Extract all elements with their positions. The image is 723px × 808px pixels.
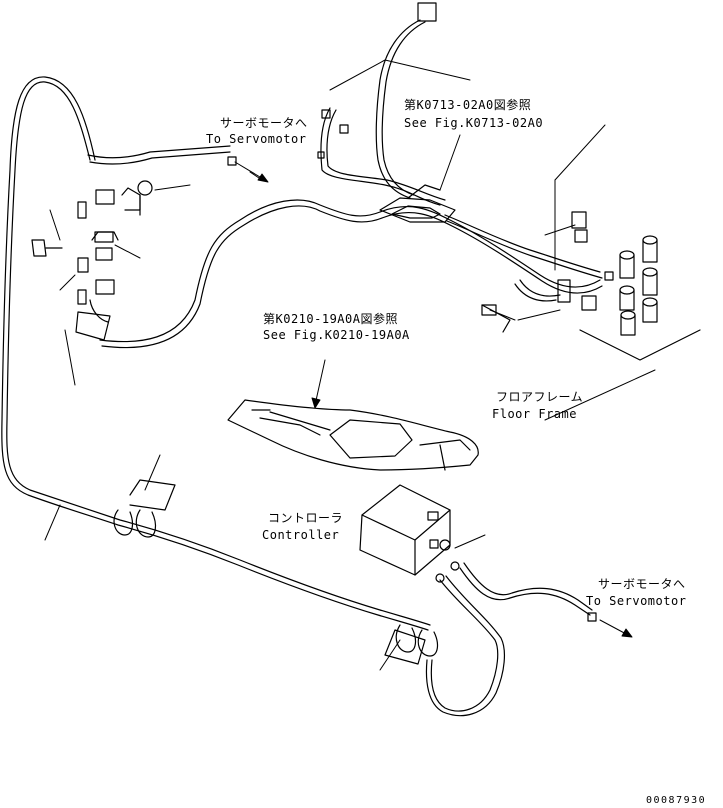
servo-bottom-label-en: To Servomotor — [586, 594, 687, 608]
controller-label-en: Controller — [262, 528, 340, 542]
reference-1-label-en: See Fig.K0713-02A0 — [404, 116, 544, 130]
floor-frame-label-ja: フロアフレーム — [496, 390, 584, 404]
clamps — [113, 479, 439, 665]
right-components — [481, 211, 701, 361]
controller-box — [359, 484, 460, 583]
reference-2-label-en: See Fig.K0210-19A0A — [263, 328, 410, 342]
floor-frame — [227, 399, 479, 471]
leader-lines — [44, 59, 656, 671]
reference-2-label-ja: 第K0210-19A0A図参照 — [263, 312, 398, 326]
controller-label-ja: コントローラ — [268, 511, 344, 525]
reference-1-label-ja: 第K0713-02A0図参照 — [404, 98, 532, 112]
center-bracket — [379, 184, 456, 223]
servo-bottom-label-ja: サーボモータへ — [598, 577, 686, 591]
upper-harness — [87, 145, 603, 349]
floor-frame-label-en: Floor Frame — [492, 407, 577, 421]
left-components — [31, 180, 153, 341]
right-harness — [444, 214, 603, 302]
arrows — [234, 161, 633, 638]
top-connectors — [227, 109, 349, 166]
servo-top-label-en: To Servomotor — [206, 132, 307, 146]
drawing-code: 00087930 — [646, 795, 707, 806]
main-harness — [1, 76, 431, 631]
servo-top-label-ja: サーボモータへ — [220, 116, 308, 130]
controller-harness — [425, 562, 597, 717]
